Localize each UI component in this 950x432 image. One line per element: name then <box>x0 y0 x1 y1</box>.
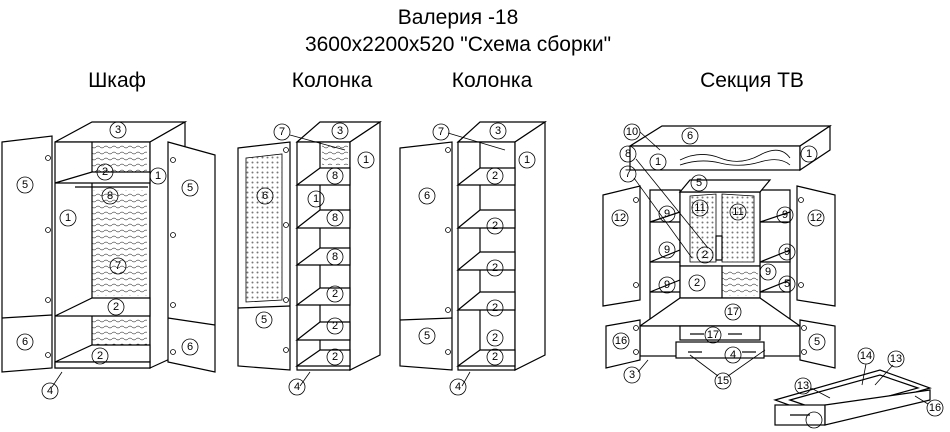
part-label: 5 <box>187 182 193 194</box>
part-label: 4 <box>455 381 461 393</box>
part-label: 4 <box>730 349 736 361</box>
tv-section-part-labels: 10 6 1 1 8 7 5 12 9 11 11 9 12 9 9 2 2 9… <box>611 123 944 429</box>
part-label: 6 <box>687 130 693 142</box>
part-label: 2 <box>332 288 338 300</box>
part-label: 8 <box>332 212 338 224</box>
part-label: 9 <box>765 266 771 278</box>
part-label: 2 <box>492 302 498 314</box>
part-label: 9 <box>664 208 670 220</box>
part-label: 2 <box>694 277 700 289</box>
column-1-part-labels: 7 3 1 6 8 1 8 8 5 2 2 2 4 <box>255 122 375 396</box>
part-label: 17 <box>707 329 719 341</box>
part-label: 5 <box>424 330 430 342</box>
diagram-subtitle: 3600x2200x520 "Схема сборки" <box>305 33 611 56</box>
part-label: 5 <box>814 336 820 348</box>
part-label: 3 <box>629 369 635 381</box>
part-label: 1 <box>313 193 319 205</box>
part-label: 9 <box>664 244 670 256</box>
tv-section-drawing: 10 6 1 1 8 7 5 12 9 11 11 9 12 9 9 2 2 9… <box>602 123 944 429</box>
part-label: 2 <box>102 166 108 178</box>
wardrobe-drawing: 3 1 2 8 1 7 2 2 5 5 6 6 4 <box>1 120 216 400</box>
part-label: 2 <box>702 249 708 261</box>
section-title-tv-section: Секция ТВ <box>700 69 804 92</box>
part-label: 7 <box>438 126 444 138</box>
part-label: 8 <box>332 251 338 263</box>
part-label: 11 <box>732 206 743 218</box>
part-label: 8 <box>625 148 631 160</box>
part-label: 3 <box>495 125 501 137</box>
part-label: 6 <box>262 190 268 202</box>
part-label: 1 <box>65 212 71 224</box>
part-label: 13 <box>890 353 902 365</box>
part-label: 6 <box>187 341 193 353</box>
part-label: 2 <box>492 262 498 274</box>
part-label: 11 <box>694 202 705 214</box>
part-label: 2 <box>492 220 498 232</box>
section-title-column-1: Колонка <box>292 69 373 92</box>
column-2-part-labels: 7 3 1 6 2 2 2 2 5 2 2 4 <box>418 122 536 396</box>
part-label: 4 <box>47 385 53 397</box>
part-label: 7 <box>115 260 121 272</box>
part-label: 1 <box>155 170 161 182</box>
part-label: 12 <box>810 212 822 224</box>
part-label: 1 <box>655 156 661 168</box>
part-label: 8 <box>332 170 338 182</box>
part-label: 2 <box>492 332 498 344</box>
part-label: 15 <box>717 375 729 387</box>
wardrobe-part-labels: 3 1 2 8 1 7 2 2 5 5 6 6 4 <box>16 121 199 400</box>
part-label: 17 <box>727 306 739 318</box>
part-label: 9 <box>782 209 788 221</box>
part-label: 1 <box>363 154 369 166</box>
part-label: 5 <box>22 179 28 191</box>
part-label: 10 <box>626 126 638 138</box>
part-label: 7 <box>625 168 631 180</box>
column-2-drawing: 7 3 1 6 2 2 2 2 5 2 2 4 <box>399 120 547 396</box>
part-label: 5 <box>261 314 267 326</box>
part-label: 2 <box>332 320 338 332</box>
part-label: 8 <box>107 190 113 202</box>
part-label: 14 <box>860 350 872 362</box>
part-label: 2 <box>113 301 119 313</box>
section-title-wardrobe: Шкаф <box>88 69 146 92</box>
part-label: 16 <box>929 402 941 414</box>
part-label: 2 <box>492 351 498 363</box>
part-label: 3 <box>115 124 121 136</box>
part-label: 4 <box>294 381 300 393</box>
part-label: 2 <box>97 350 103 362</box>
part-label: 2 <box>492 170 498 182</box>
part-label: 1 <box>806 148 812 160</box>
part-label: 6 <box>424 190 430 202</box>
part-label: 1 <box>524 154 530 166</box>
part-label: 3 <box>337 125 343 137</box>
part-label: 5 <box>784 278 790 290</box>
part-label: 13 <box>797 380 809 392</box>
part-label: 9 <box>784 246 790 258</box>
part-label: 16 <box>615 335 627 347</box>
part-label: 5 <box>696 177 702 189</box>
column-1-drawing: 7 3 1 6 8 1 8 8 5 2 2 2 4 <box>237 120 382 396</box>
section-title-column-2: Колонка <box>452 69 533 92</box>
diagram-title: Валерия -18 <box>398 6 519 29</box>
part-label: 6 <box>22 336 28 348</box>
part-label: 2 <box>332 351 338 363</box>
part-label: 12 <box>614 212 626 224</box>
part-label: 9 <box>664 279 670 291</box>
part-label: 7 <box>279 126 285 138</box>
